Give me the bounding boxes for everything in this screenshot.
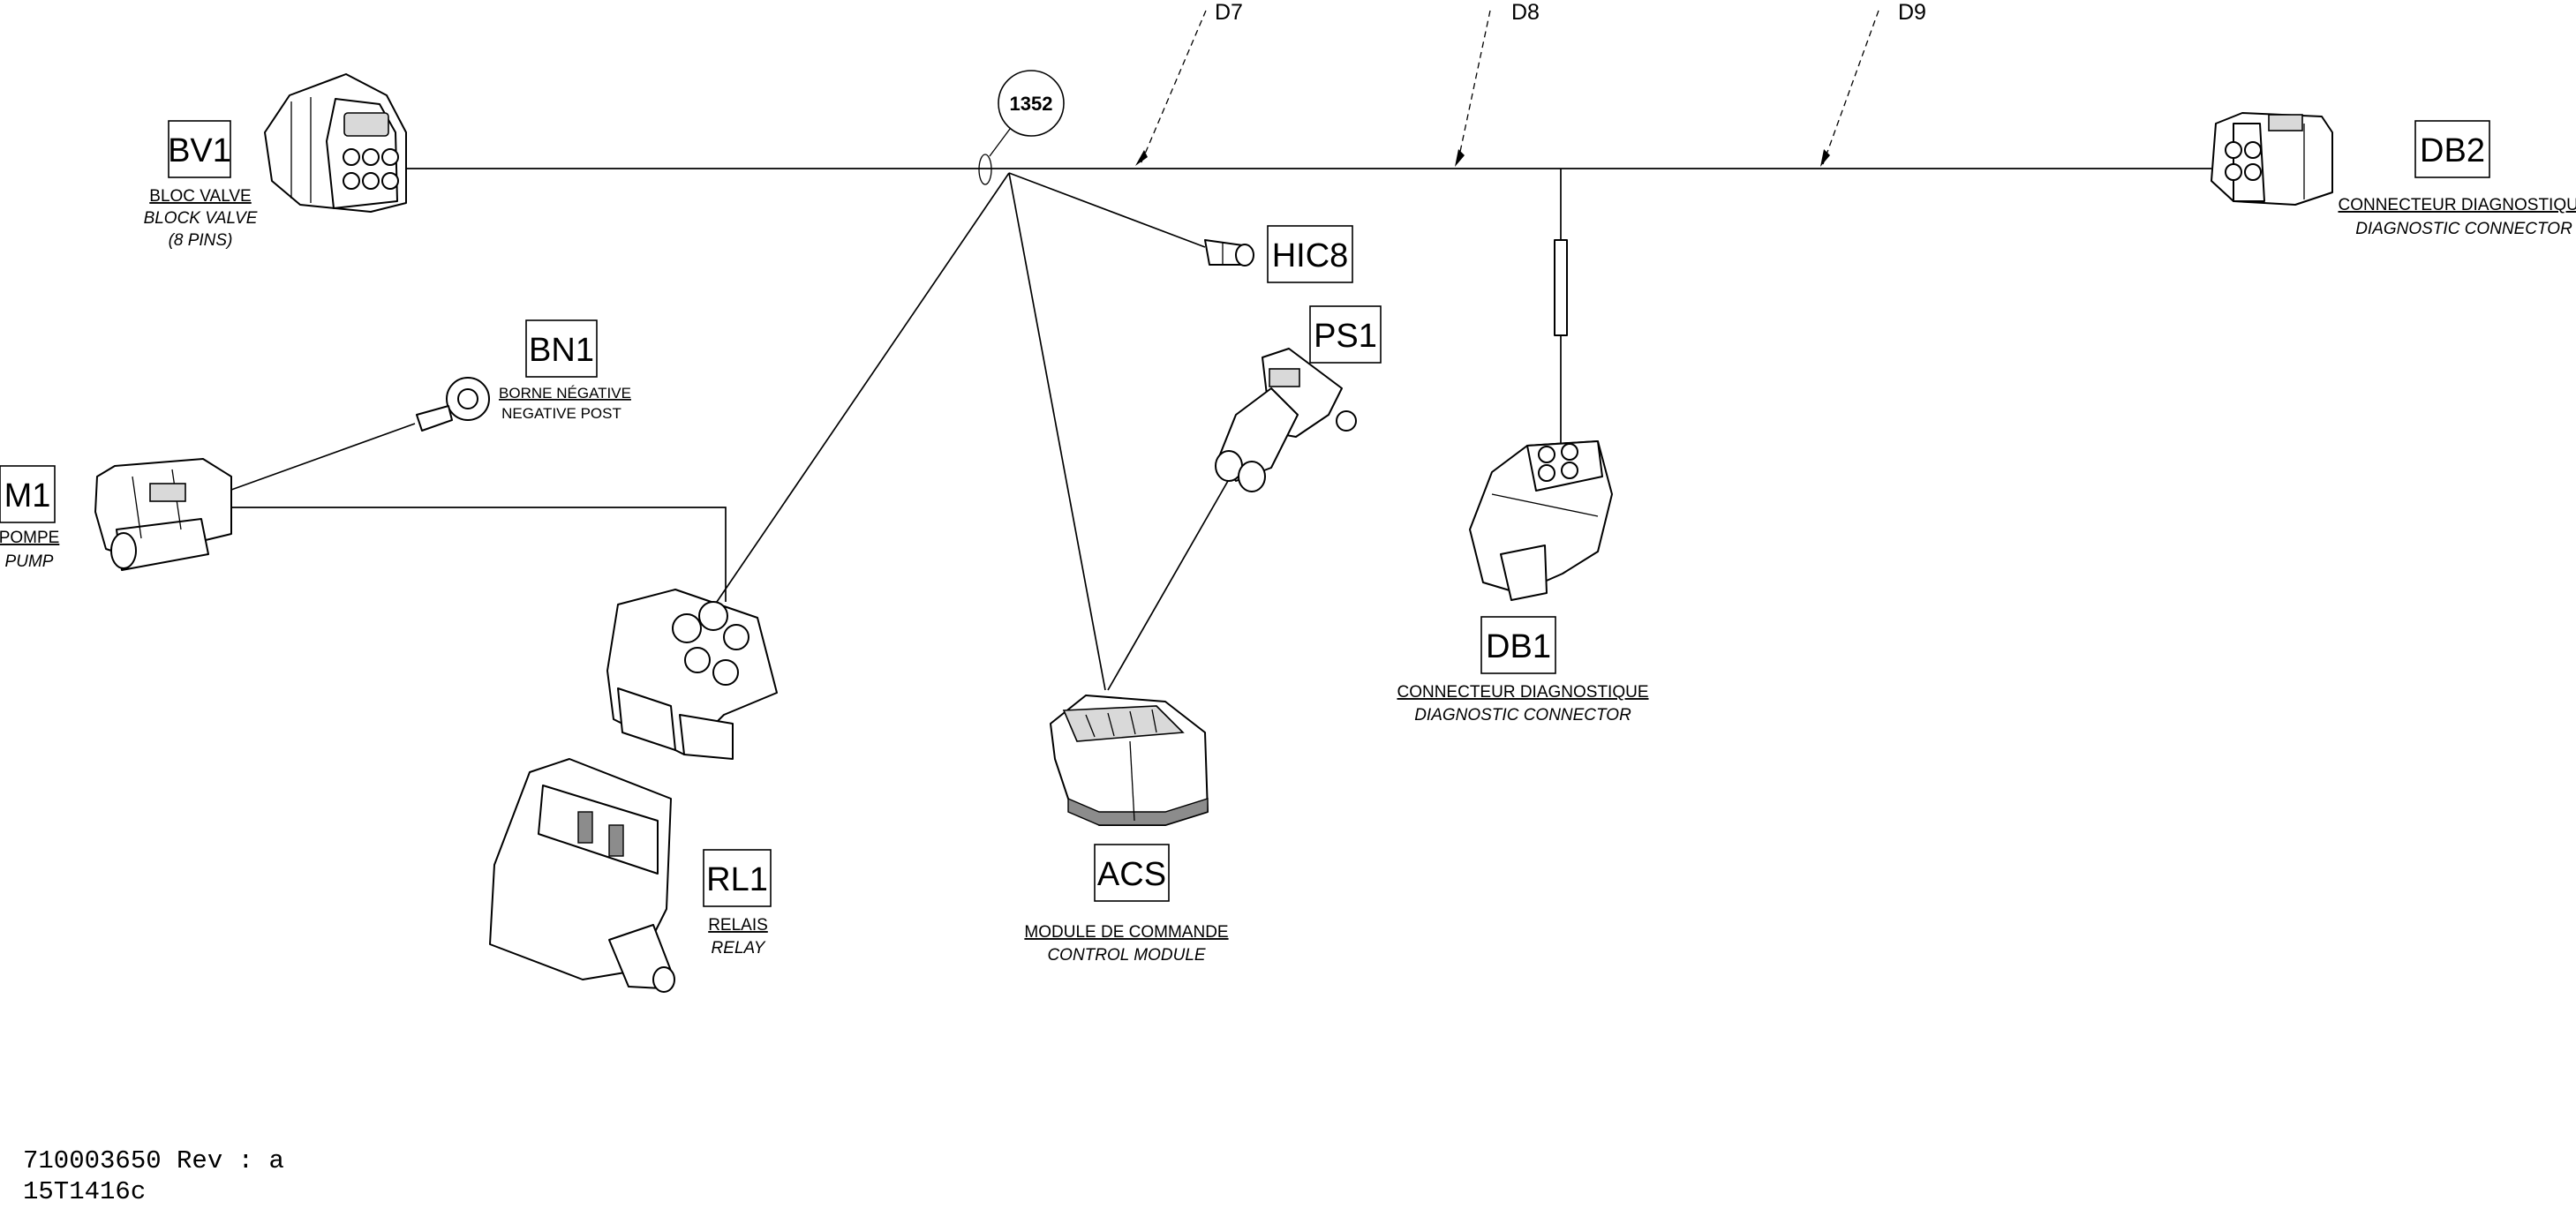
hic8-label: HIC8	[1267, 225, 1353, 283]
bv1-id: BV1	[168, 132, 231, 169]
db1-wire-sleeve	[1554, 239, 1568, 336]
bv1-english-name: BLOCK VALVE	[144, 209, 258, 228]
db1-connector-drawing	[1469, 440, 1613, 601]
d9-leader	[1822, 10, 1879, 165]
rl1-english-name: RELAY	[712, 939, 766, 957]
bv1-connector-drawing	[264, 73, 407, 213]
ps1-id: PS1	[1314, 318, 1377, 355]
db2-connector-drawing	[2211, 112, 2333, 206]
db1-id: DB1	[1486, 628, 1551, 665]
rl1-label: RL1 RELAIS RELAY	[703, 849, 772, 957]
drawing-number: 15T1416c	[23, 1177, 146, 1206]
d7-arrow	[1135, 150, 1148, 166]
m1-english-name: PUMP	[5, 552, 54, 571]
db1-label: DB1 CONNECTEUR DIAGNOSTIQUE DIAGNOSTIC C…	[1397, 616, 1649, 725]
hic8-id: HIC8	[1272, 237, 1349, 274]
bn1-label: BN1 BORNE NÉGATIVE NEGATIVE POST	[499, 319, 631, 422]
bn1-french-name: BORNE NÉGATIVE	[499, 385, 631, 402]
splice-number: 1352	[1010, 93, 1053, 115]
db2-label: DB2 CONNECTEUR DIAGNOSTIQUE DIAGNOSTIC C…	[2338, 120, 2576, 238]
db2-english-name: DIAGNOSTIC CONNECTOR	[2355, 220, 2572, 238]
wires	[230, 154, 2211, 691]
bn1-english-name: NEGATIVE POST	[501, 405, 621, 422]
acs-label: ACS MODULE DE COMMANDE CONTROL MODULE	[1024, 844, 1229, 965]
wire-to-hic8	[1008, 172, 1206, 248]
m1-label: M1 POMPE PUMP	[0, 465, 59, 571]
splice-callout: 1352	[998, 70, 1065, 137]
wire-m1-to-bn1	[230, 423, 416, 491]
ps1-connector-drawing	[1215, 348, 1357, 492]
d8-leader	[1457, 10, 1491, 165]
db1-french-name: CONNECTEUR DIAGNOSTIQUE	[1397, 683, 1648, 702]
wire-to-rl1	[716, 172, 1010, 603]
d9-arrow	[1820, 149, 1830, 167]
db2-french-name: CONNECTEUR DIAGNOSTIQUE	[2338, 196, 2576, 214]
m1-french-name: POMPE	[0, 529, 59, 547]
bv1-pin-count: (8 PINS)	[169, 231, 233, 250]
wire-ps1-to-acs	[1107, 474, 1232, 691]
d7-leader	[1140, 10, 1207, 165]
d7-label: D7	[1215, 0, 1243, 25]
bv1-label: BV1 BLOC VALVE BLOCK VALVE (8 PINS)	[144, 120, 258, 250]
d9-label: D9	[1898, 0, 1926, 25]
db2-id: DB2	[2420, 132, 2485, 169]
acs-english-name: CONTROL MODULE	[1047, 946, 1205, 965]
acs-module-connector-drawing	[1050, 695, 1209, 826]
rl1-french-name: RELAIS	[708, 916, 768, 935]
bn1-ring-terminal-drawing	[416, 377, 490, 432]
m1-id: M1	[4, 477, 51, 514]
d8-arrow	[1455, 149, 1465, 167]
splice-ring	[978, 154, 992, 185]
d8-label: D8	[1511, 0, 1540, 25]
wire-m1-to-rl1	[231, 507, 727, 602]
rl1-relay-socket-drawing	[606, 589, 778, 760]
splice-leader	[989, 124, 1013, 157]
rl1-relay-body-drawing	[489, 758, 675, 993]
ps1-label: PS1	[1309, 305, 1382, 364]
acs-french-name: MODULE DE COMMANDE	[1024, 923, 1228, 942]
wire-to-acs	[1008, 172, 1106, 691]
db1-english-name: DIAGNOSTIC CONNECTOR	[1414, 706, 1631, 725]
bn1-id: BN1	[529, 332, 594, 369]
part-number: 710003650 Rev : a	[23, 1146, 284, 1175]
dimension-leaders	[989, 10, 1879, 167]
rl1-id: RL1	[706, 861, 768, 898]
m1-pump-connector-drawing	[94, 458, 232, 571]
bv1-french-name: BLOC VALVE	[149, 187, 251, 206]
hic8-connector-drawing	[1204, 239, 1254, 267]
acs-id: ACS	[1097, 856, 1166, 893]
